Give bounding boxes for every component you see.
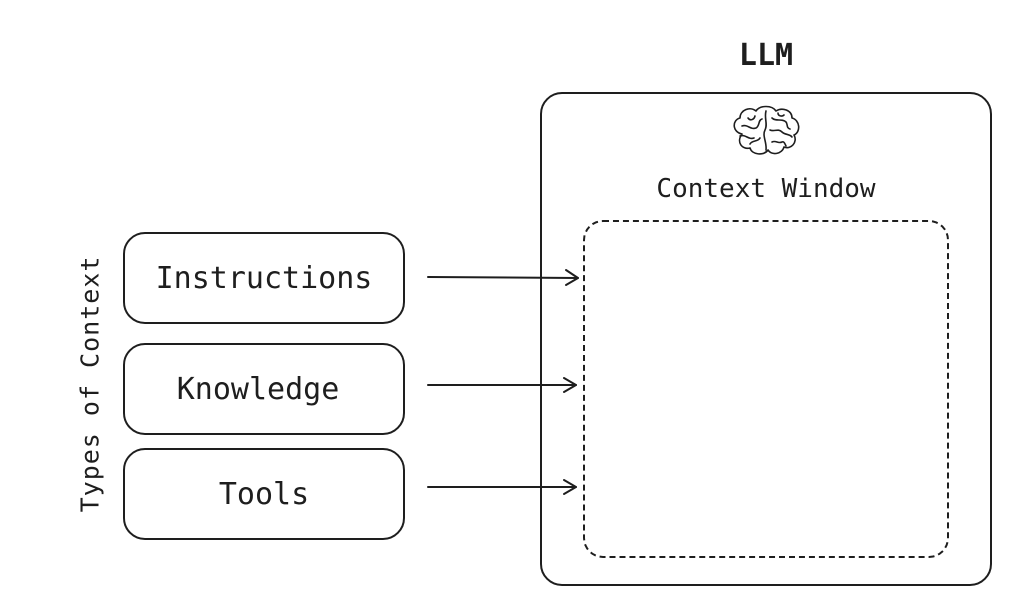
brain-icon bbox=[733, 105, 800, 155]
llm-title: LLM bbox=[738, 38, 794, 73]
context-type-knowledge: Knowledge bbox=[123, 343, 405, 435]
context-type-instructions: Instructions bbox=[123, 232, 405, 324]
context-type-label: Instructions bbox=[155, 260, 373, 296]
context-type-tools: Tools bbox=[123, 448, 405, 540]
llm-container bbox=[540, 92, 992, 586]
context-type-label: Tools bbox=[218, 476, 310, 512]
context-type-label: Knowledge bbox=[176, 371, 340, 407]
arrow-instructions-to-context-window bbox=[427, 269, 579, 286]
arrow-knowledge-to-context-window bbox=[427, 377, 577, 393]
context-window-label: Context Window bbox=[656, 174, 876, 204]
arrow-tools-to-context-window bbox=[427, 479, 577, 495]
context-window-area bbox=[583, 220, 949, 558]
